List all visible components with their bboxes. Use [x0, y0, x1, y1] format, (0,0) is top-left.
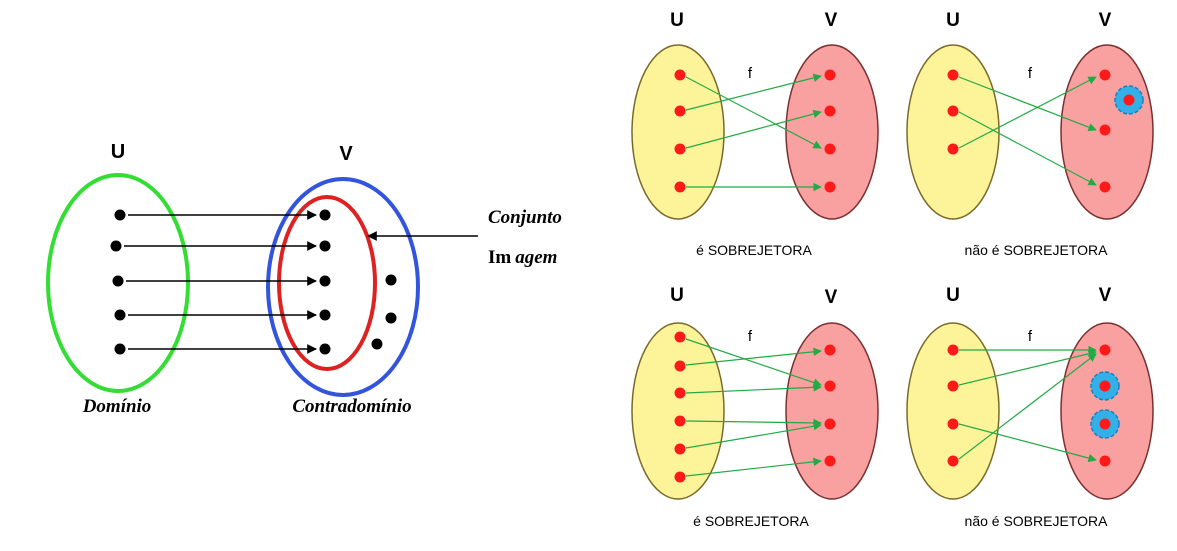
image-point: [319, 209, 331, 221]
mapping-arrow: [685, 109, 822, 149]
main-u-label: U: [111, 141, 125, 163]
v-point: [1099, 344, 1111, 356]
u-point: [947, 143, 959, 155]
mapping-arrow: [958, 76, 1097, 149]
v-point-unmapped: [1099, 380, 1111, 392]
main-v-label: V: [339, 143, 353, 165]
domain-ellipse: [46, 173, 190, 393]
codomain-ellipse: [266, 177, 420, 397]
domain-point: [110, 240, 122, 252]
panel-caption: não é SOBREJETORA: [965, 513, 1109, 529]
u-point: [674, 143, 686, 155]
mapping-arrow: [958, 353, 1097, 460]
v-point: [824, 344, 836, 356]
v-point-unmapped: [1099, 418, 1111, 430]
u-point: [674, 443, 686, 455]
domain-point: [114, 343, 126, 355]
u-set-ellipse: [631, 322, 725, 500]
mapping-arrow: [685, 418, 822, 428]
panel-v-label: V: [1099, 10, 1112, 31]
function-label: f: [1028, 328, 1033, 345]
mapping-arrow: [958, 76, 1097, 132]
v-point: [1099, 455, 1111, 467]
v-point: [824, 181, 836, 193]
u-set-ellipse: [906, 322, 1000, 500]
mapping-arrow: [685, 347, 822, 366]
u-point: [674, 105, 686, 117]
mapping-arrow: [685, 76, 822, 149]
domain-label: Domínio: [82, 396, 152, 417]
panel-v-label: V: [825, 287, 838, 308]
u-set-ellipse: [631, 44, 725, 220]
panel-u-label: U: [946, 285, 960, 306]
codomain-label: Contradomínio: [292, 396, 411, 417]
u-point: [674, 69, 686, 81]
u-point: [947, 69, 959, 81]
codomain-point: [385, 312, 397, 324]
panel-4: U V f não é SOBREJETORA: [906, 285, 1154, 529]
panel-v-label: V: [1099, 285, 1112, 306]
mapping-arrow: [958, 423, 1097, 463]
domain-point: [114, 209, 126, 221]
v-point: [824, 143, 836, 155]
u-point: [674, 360, 686, 372]
v-point: [1099, 124, 1111, 136]
u-point: [674, 387, 686, 399]
u-point: [947, 380, 959, 392]
panel-u-label: U: [670, 285, 684, 306]
panel-u-label: U: [946, 10, 960, 31]
u-point: [674, 331, 686, 343]
v-point: [824, 455, 836, 467]
image-point: [319, 309, 331, 321]
v-point: [824, 105, 836, 117]
u-point: [674, 181, 686, 193]
codomain-point: [385, 274, 397, 286]
codomain-point: [371, 338, 383, 350]
v-point: [824, 418, 836, 430]
v-point: [1099, 181, 1111, 193]
u-point: [674, 415, 686, 427]
panel-2: U V f não é SOBREJETORA: [906, 10, 1154, 258]
v-set-ellipse: [785, 322, 879, 500]
u-set-ellipse: [906, 44, 1000, 220]
panel-caption: é SOBREJETORA: [693, 513, 809, 529]
panel-3: U V f é SOBREJETORA: [631, 285, 879, 529]
v-set-ellipse: [785, 44, 879, 220]
v-point: [824, 380, 836, 392]
mapping-arrow: [685, 422, 822, 449]
mapping-arrow: [685, 457, 822, 477]
domain-point: [114, 309, 126, 321]
v-point: [824, 69, 836, 81]
function-label: f: [748, 65, 753, 82]
u-point: [674, 471, 686, 483]
function-label: f: [748, 328, 753, 345]
mapping-arrow: [685, 338, 822, 387]
panel-caption: é SOBREJETORA: [696, 242, 812, 258]
u-point: [947, 105, 959, 117]
mapping-arrow: [685, 73, 822, 111]
panel-u-label: U: [670, 10, 684, 31]
panel-caption: não é SOBREJETORA: [965, 242, 1109, 258]
image-label-line1: Conjunto: [488, 207, 562, 228]
panel-1: U V f é SOBREJETORA: [631, 10, 879, 258]
domain-point: [112, 275, 124, 287]
mapping-arrow: [958, 111, 1097, 186]
u-point: [947, 418, 959, 430]
mapping-arrow: [685, 383, 822, 394]
image-ellipse: [277, 195, 377, 371]
panel-v-label: V: [825, 10, 838, 31]
u-point: [947, 455, 959, 467]
mapping-arrow: [958, 349, 1097, 386]
image-point: [319, 343, 331, 355]
function-label: f: [1028, 65, 1033, 82]
u-point: [947, 344, 959, 356]
v-point: [1099, 69, 1111, 81]
image-point: [319, 240, 331, 252]
v-point-unmapped: [1123, 94, 1135, 106]
image-point: [319, 275, 331, 287]
